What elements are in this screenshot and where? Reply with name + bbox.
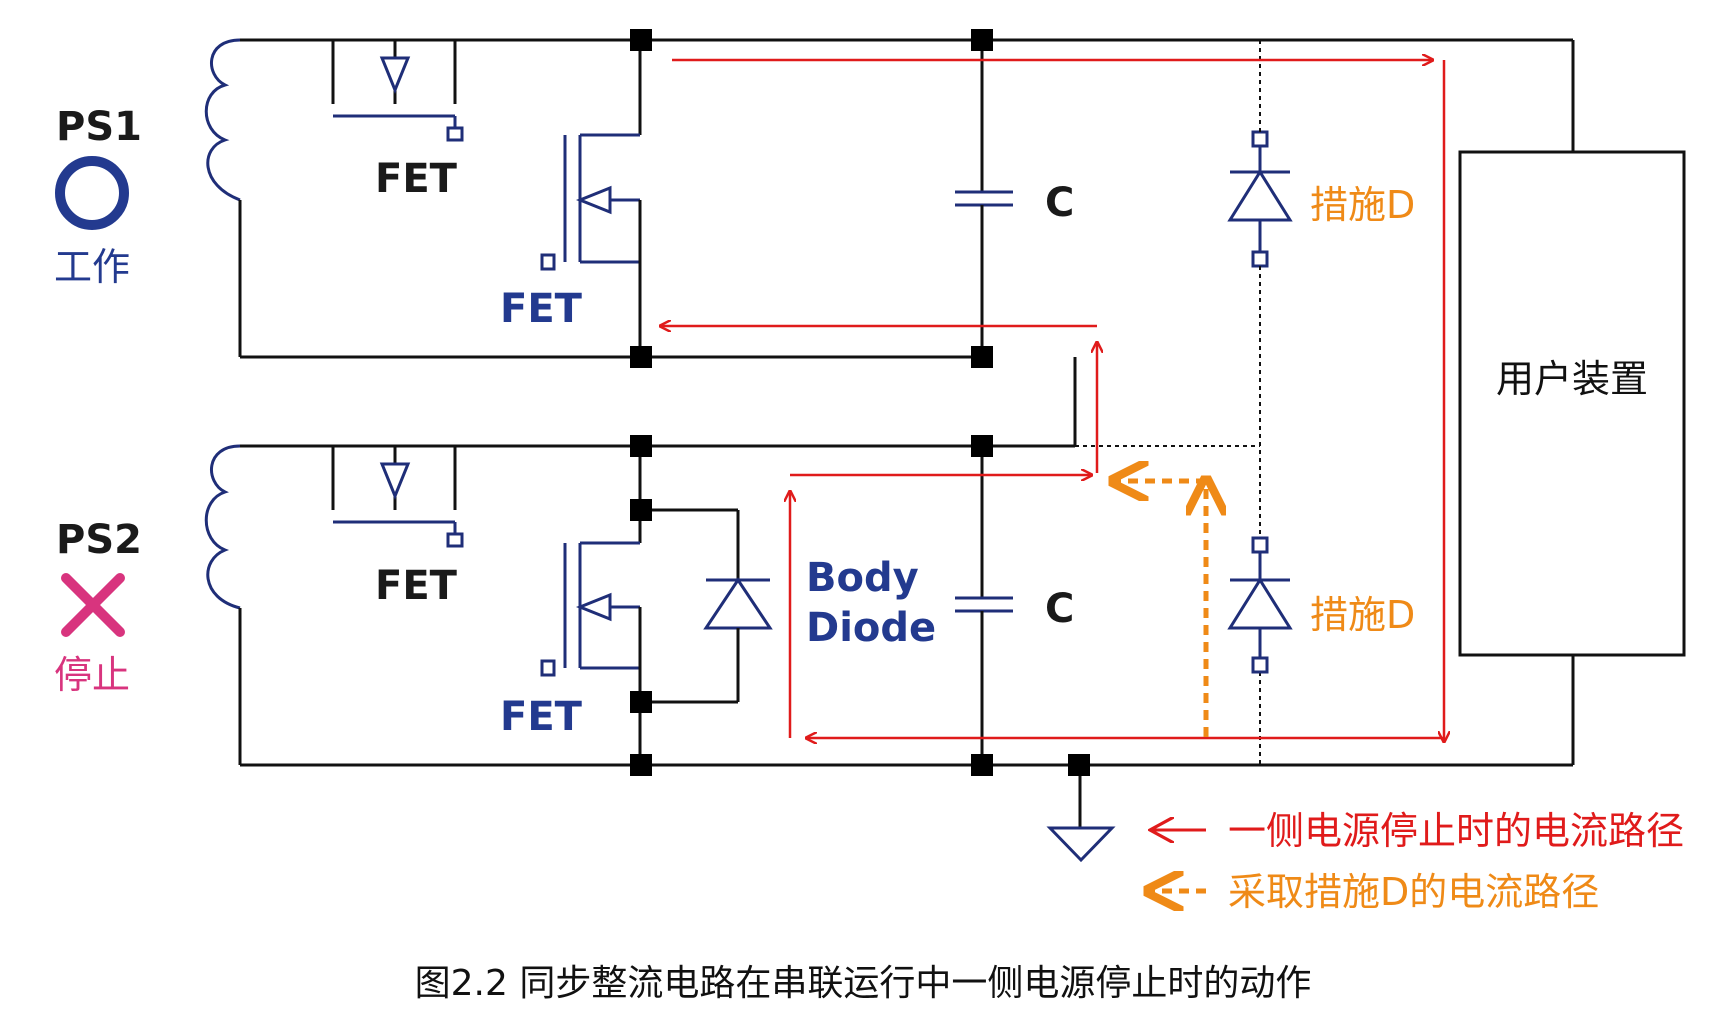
current-path-red xyxy=(660,60,1444,742)
user-device-label: 用户装置 xyxy=(1496,357,1648,401)
figure-caption: 图2.2 同步整流电路在串联运行中一侧电源停止时的动作 xyxy=(415,963,1312,1004)
ps1-measure-d-label: 措施D xyxy=(1310,183,1415,227)
legend-normal-path-label: 一侧电源停止时的电流路径 xyxy=(1228,809,1684,853)
node xyxy=(971,29,993,51)
ps1-label: PS1 xyxy=(56,104,142,150)
node xyxy=(971,435,993,457)
ps2-measure-d-diode xyxy=(1227,536,1293,674)
ps2-capacitor-label: C xyxy=(1045,586,1074,632)
ps2-capacitor xyxy=(955,446,1013,765)
ps2-coil-icon xyxy=(204,444,241,610)
ps1-circuit xyxy=(204,29,1575,368)
ps1-measure-d-diode xyxy=(1227,130,1293,268)
legend: 一侧电源停止时的电流路径 采取措施D的电流路径 xyxy=(1150,809,1684,914)
ground-icon xyxy=(1046,765,1116,863)
ps1-capacitor xyxy=(955,40,1013,357)
node xyxy=(971,754,993,776)
ps1-coil-icon xyxy=(204,38,241,202)
body-diode xyxy=(640,508,773,704)
node xyxy=(1068,754,1090,776)
ps2-measure-d-label: 措施D xyxy=(1310,593,1415,637)
ps2-fet-top xyxy=(331,446,464,548)
ps1-fet-vertical-label: FET xyxy=(500,286,583,332)
node xyxy=(630,691,652,713)
ps2-fet-top-label: FET xyxy=(375,563,458,609)
ps1-fet-vertical xyxy=(540,40,642,357)
node xyxy=(630,754,652,776)
ps2-fet-vertical-label: FET xyxy=(500,694,583,740)
node xyxy=(971,346,993,368)
node xyxy=(630,499,652,521)
ps1-fet-top xyxy=(331,40,464,142)
ps2-label: PS2 xyxy=(56,517,142,563)
ps2-status-label: 停止 xyxy=(54,653,130,697)
ps1-status-circle-icon xyxy=(55,156,129,230)
body-diode-label-line2: Diode xyxy=(806,605,936,651)
ps1-status-label: 工作 xyxy=(54,245,130,289)
node xyxy=(630,29,652,51)
ps1-capacitor-label: C xyxy=(1045,180,1074,226)
node xyxy=(630,346,652,368)
ps1-fet-top-label: FET xyxy=(375,156,458,202)
node xyxy=(630,435,652,457)
body-diode-label-line1: Body xyxy=(806,555,919,601)
ps2-status-cross-icon xyxy=(61,573,125,637)
legend-measure-path-label: 采取措施D的电流路径 xyxy=(1228,870,1599,914)
ps2-circuit xyxy=(204,435,1575,863)
user-device-box xyxy=(1458,150,1686,657)
ps2-fet-vertical xyxy=(540,446,642,765)
measure-path-orange xyxy=(1115,481,1206,737)
